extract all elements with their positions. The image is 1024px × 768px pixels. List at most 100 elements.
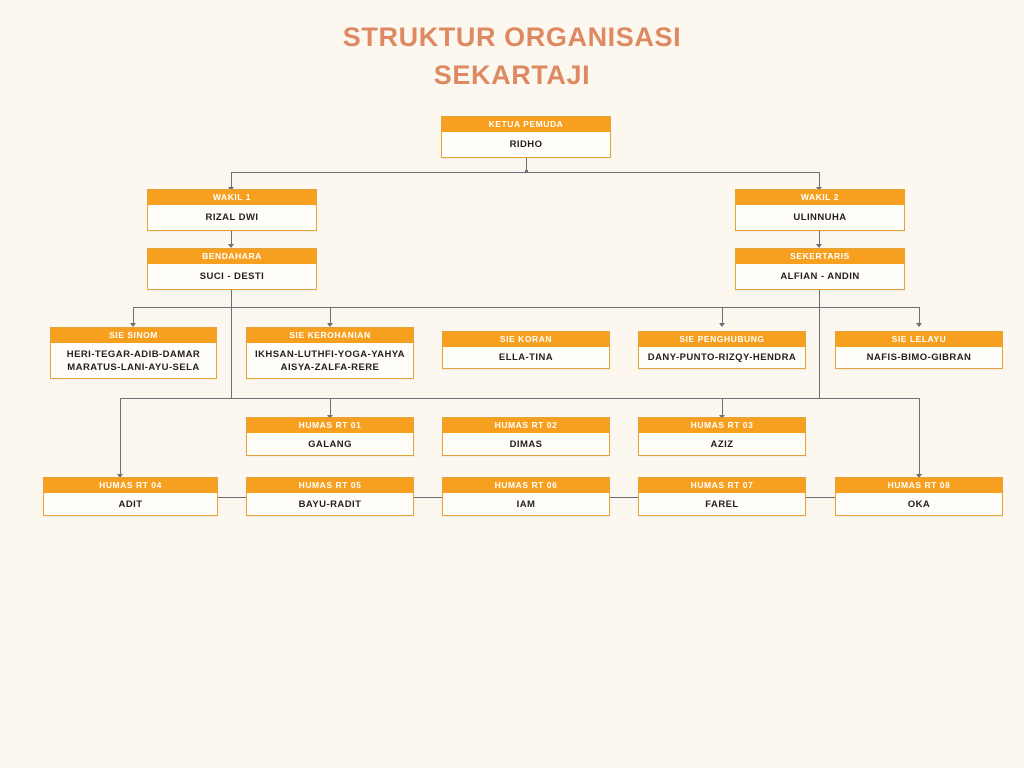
node-sie-koran[interactable]: SIE KORAN ELLA-TINA — [442, 331, 610, 369]
connector-drop-rt01 — [330, 398, 331, 417]
name-line: OKA — [907, 498, 931, 510]
page-title-line-2: SEKARTAJI — [433, 60, 591, 91]
node-wakil-1-names: RIZAL DWI — [148, 205, 316, 230]
node-humas-rt-07-names: FAREL — [639, 493, 805, 515]
node-humas-rt-04[interactable]: HUMAS RT 04 ADIT — [43, 477, 218, 516]
node-humas-rt-07[interactable]: HUMAS RT 07 FAREL — [638, 477, 806, 516]
node-wakil-2[interactable]: WAKIL 2 ULINNUHA — [735, 189, 905, 231]
node-humas-rt-01[interactable]: HUMAS RT 01 GALANG — [246, 417, 414, 456]
node-sie-lelayu-names: NAFIS-BIMO-GIBRAN — [836, 347, 1002, 368]
node-humas-rt-05[interactable]: HUMAS RT 05 BAYU-RADIT — [246, 477, 414, 516]
node-sekertaris-role: SEKERTARIS — [736, 249, 904, 264]
node-sie-koran-names: ELLA-TINA — [443, 347, 609, 368]
node-wakil-1[interactable]: WAKIL 1 RIZAL DWI — [147, 189, 317, 231]
connector-rt05-rt06 — [414, 497, 447, 498]
node-humas-rt-02-names: DIMAS — [443, 433, 609, 455]
node-ketua-pemuda[interactable]: KETUA PEMUDA RIDHO — [441, 116, 611, 158]
node-humas-rt-03-role: HUMAS RT 03 — [639, 418, 805, 433]
node-sekertaris-names: ALFIAN - ANDIN — [736, 264, 904, 289]
connector-drop-sinom — [133, 307, 134, 325]
name-line: BAYU-RADIT — [298, 498, 362, 510]
node-humas-rt-04-role: HUMAS RT 04 — [44, 478, 217, 493]
connector-rt07-rt08 — [806, 497, 839, 498]
connector-drop-kerohanian — [330, 307, 331, 325]
node-humas-rt-06[interactable]: HUMAS RT 06 IAM — [442, 477, 610, 516]
node-wakil-2-names: ULINNUHA — [736, 205, 904, 230]
connector-ketua-junction — [525, 170, 528, 173]
name-line: NAFIS-BIMO-GIBRAN — [866, 352, 972, 363]
node-sie-penghubung[interactable]: SIE PENGHUBUNG DANY-PUNTO-RIZQY-HENDRA — [638, 331, 806, 369]
node-humas-rt-04-names: ADIT — [44, 493, 217, 515]
connector-bus-level2 — [231, 172, 820, 173]
node-sie-sinom-names: HERI-TEGAR-ADIB-DAMAR MARATUS-LANI-AYU-S… — [51, 343, 216, 378]
node-wakil-2-role: WAKIL 2 — [736, 190, 904, 205]
connector-drop-lelayu — [919, 307, 920, 325]
connector-right-rail-rt08 — [919, 398, 920, 477]
name-line: ULINNUHA — [793, 212, 847, 223]
name-line: AISYA-ZALFA-RERE — [280, 361, 380, 373]
node-humas-rt-02-role: HUMAS RT 02 — [443, 418, 609, 433]
name-line: IAM — [516, 498, 536, 510]
name-line: AZIZ — [710, 438, 734, 450]
name-line: SUCI - DESTI — [199, 271, 265, 282]
connector-sekertaris-down — [819, 289, 820, 399]
connector-bendahara-down — [231, 289, 232, 399]
page-title: STRUKTUR ORGANISASI SEKARTAJI — [0, 18, 1024, 95]
connector-rt06-rt07 — [610, 497, 643, 498]
node-humas-rt-03[interactable]: HUMAS RT 03 AZIZ — [638, 417, 806, 456]
name-line: ADIT — [118, 498, 143, 510]
node-humas-rt-08[interactable]: HUMAS RT 08 OKA — [835, 477, 1003, 516]
node-humas-rt-05-role: HUMAS RT 05 — [247, 478, 413, 493]
name-line: IKHSAN-LUTHFI-YOGA-YAHYA — [255, 348, 405, 360]
name-line: FAREL — [705, 498, 739, 510]
name-line: GALANG — [308, 438, 352, 450]
node-sie-sinom[interactable]: SIE SINOM HERI-TEGAR-ADIB-DAMAR MARATUS-… — [50, 327, 217, 379]
node-humas-rt-06-names: IAM — [443, 493, 609, 515]
name-line: DANY-PUNTO-RIZQY-HENDRA — [647, 352, 797, 363]
node-humas-rt-08-role: HUMAS RT 08 — [836, 478, 1002, 493]
arrow-bendahara — [228, 244, 234, 248]
node-sie-penghubung-names: DANY-PUNTO-RIZQY-HENDRA — [639, 347, 805, 368]
connector-drop-rt03 — [722, 398, 723, 417]
connector-rt04-rt05 — [218, 497, 251, 498]
node-humas-rt-05-names: BAYU-RADIT — [247, 493, 413, 515]
arrow-rt08 — [916, 474, 922, 478]
node-humas-rt-01-names: GALANG — [247, 433, 413, 455]
node-sekertaris[interactable]: SEKERTARIS ALFIAN - ANDIN — [735, 248, 905, 290]
name-line: MARATUS-LANI-AYU-SELA — [67, 361, 200, 373]
node-humas-rt-07-role: HUMAS RT 07 — [639, 478, 805, 493]
node-sie-kerohanian[interactable]: SIE KEROHANIAN IKHSAN-LUTHFI-YOGA-YAHYA … — [246, 327, 414, 379]
connector-drop-penghubung — [722, 307, 723, 325]
node-ketua-pemuda-names: RIDHO — [442, 132, 610, 157]
connector-ketua-down — [526, 158, 527, 172]
node-sie-sinom-role: SIE SINOM — [51, 328, 216, 343]
name-line: ALFIAN - ANDIN — [780, 271, 860, 282]
node-sie-koran-role: SIE KORAN — [443, 332, 609, 347]
name-line: RIDHO — [509, 139, 543, 150]
connector-wakil2-sekertaris — [819, 230, 820, 246]
arrow-lelayu — [916, 323, 922, 327]
node-sie-kerohanian-names: IKHSAN-LUTHFI-YOGA-YAHYA AISYA-ZALFA-RER… — [247, 343, 413, 378]
name-line: HERI-TEGAR-ADIB-DAMAR — [66, 348, 201, 360]
node-humas-rt-06-role: HUMAS RT 06 — [443, 478, 609, 493]
arrow-penghubung — [719, 323, 725, 327]
name-line: RIZAL DWI — [205, 212, 259, 223]
node-bendahara[interactable]: BENDAHARA SUCI - DESTI — [147, 248, 317, 290]
node-humas-rt-08-names: OKA — [836, 493, 1002, 515]
connector-drop-wakil1 — [231, 172, 232, 189]
connector-wakil1-bendahara — [231, 230, 232, 246]
node-bendahara-role: BENDAHARA — [148, 249, 316, 264]
node-sie-lelayu-role: SIE LELAYU — [836, 332, 1002, 347]
arrow-sinom — [130, 323, 136, 327]
connector-drop-wakil2 — [819, 172, 820, 189]
node-humas-rt-01-role: HUMAS RT 01 — [247, 418, 413, 433]
node-sie-lelayu[interactable]: SIE LELAYU NAFIS-BIMO-GIBRAN — [835, 331, 1003, 369]
node-ketua-pemuda-role: KETUA PEMUDA — [442, 117, 610, 132]
arrow-sekertaris — [816, 244, 822, 248]
node-humas-rt-03-names: AZIZ — [639, 433, 805, 455]
node-humas-rt-02[interactable]: HUMAS RT 02 DIMAS — [442, 417, 610, 456]
node-sie-penghubung-role: SIE PENGHUBUNG — [639, 332, 805, 347]
node-wakil-1-role: WAKIL 1 — [148, 190, 316, 205]
node-bendahara-names: SUCI - DESTI — [148, 264, 316, 289]
